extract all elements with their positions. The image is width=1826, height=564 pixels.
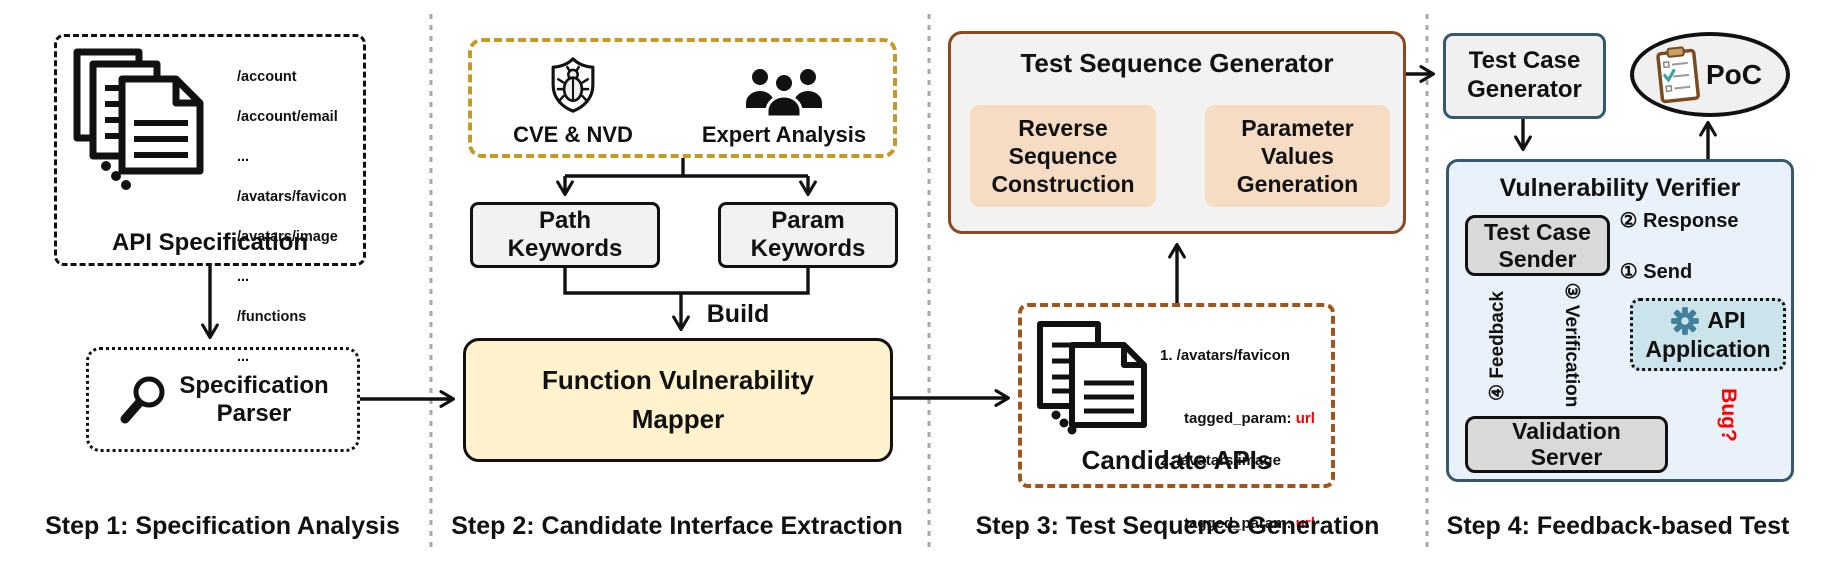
parameter-values-box: Parameter Values Generation [1205,105,1390,207]
param-keywords-box: Param Keywords [718,202,898,268]
vulnerability-verifier-box: Vulnerability Verifier Test Case Sender … [1446,159,1794,482]
candidate-item: 1. /avatars/favicon [1160,347,1291,364]
candidate-item-param: tagged_param: url [1184,515,1315,532]
function-vulnerability-mapper-box: Function Vulnerability Mapper [463,338,893,462]
feedback-label: ④ Feedback [1486,291,1508,401]
api-app-line1: API [1707,306,1746,333]
validation-server-box: Validation Server [1465,416,1668,473]
magnifier-icon [120,376,165,423]
poc-label: PoC [1706,58,1762,90]
candidate-item-param: tagged_param: url [1184,410,1315,427]
step2-label: Step 2: Candidate Interface Extraction [451,512,903,540]
expert-group-icon [746,69,822,118]
api-app-line2: Application [1645,335,1771,362]
clipboard-icon [1656,46,1700,103]
api-path-list: /account /account/email ... /avatars/fav… [237,69,347,365]
response-label: ② Response [1619,210,1739,232]
expert-analysis-label: Expert Analysis [701,122,867,147]
api-specification-box: /account /account/email ... /avatars/fav… [54,34,366,365]
verification-label: ③ Verification [1561,282,1583,408]
test-sequence-generator-box: Test Sequence Generator Reverse Sequence… [948,31,1406,234]
bug-label: Bug? [1717,388,1740,442]
step3-label: Step 3: Test Sequence Generation [975,512,1380,540]
poc-ellipse: PoC [1630,32,1790,117]
test-case-sender-box: Test Case Sender [1465,215,1610,276]
documents-stack-icon [73,48,204,190]
connector-merge [563,268,810,295]
connector-split [565,158,808,178]
candidate-docs-icon [1037,321,1147,435]
gear-icon [1671,306,1700,335]
specification-parser-box: Specification Parser [86,347,360,452]
generator-title: Test Sequence Generator [1020,48,1334,78]
parser-label: Specification Parser [179,371,329,427]
step4-label: Step 4: Feedback-based Test [1446,512,1790,540]
candidate-apis-title: Candidate APIs [1081,445,1272,475]
verifier-title: Vulnerability Verifier [1499,174,1741,202]
candidate-apis-box: 1. /avatars/favicon tagged_param: url 2.… [1018,303,1335,564]
api-specification-title: API Specification [111,229,309,256]
candidate-api-list: 1. /avatars/favicon tagged_param: url 2.… [1160,324,1332,564]
path-keywords-box: Path Keywords [470,202,660,268]
knowledge-sources-box: CVE & NVD Expert Analysis [468,38,897,158]
step1-label: Step 1: Specification Analysis [45,512,400,540]
shield-bug-icon [551,57,595,113]
test-case-generator-box: Test Case Generator [1443,33,1606,119]
candidate-item: 2. /avatars/image [1160,452,1281,469]
send-label: ① Send [1619,261,1693,283]
candidate-ellipsis: ... [1160,555,1332,564]
reverse-sequence-box: Reverse Sequence Construction [970,105,1156,207]
cve-nvd-label: CVE & NVD [513,122,633,147]
api-application-box: API Application [1630,298,1786,371]
build-label: Build [706,300,770,328]
